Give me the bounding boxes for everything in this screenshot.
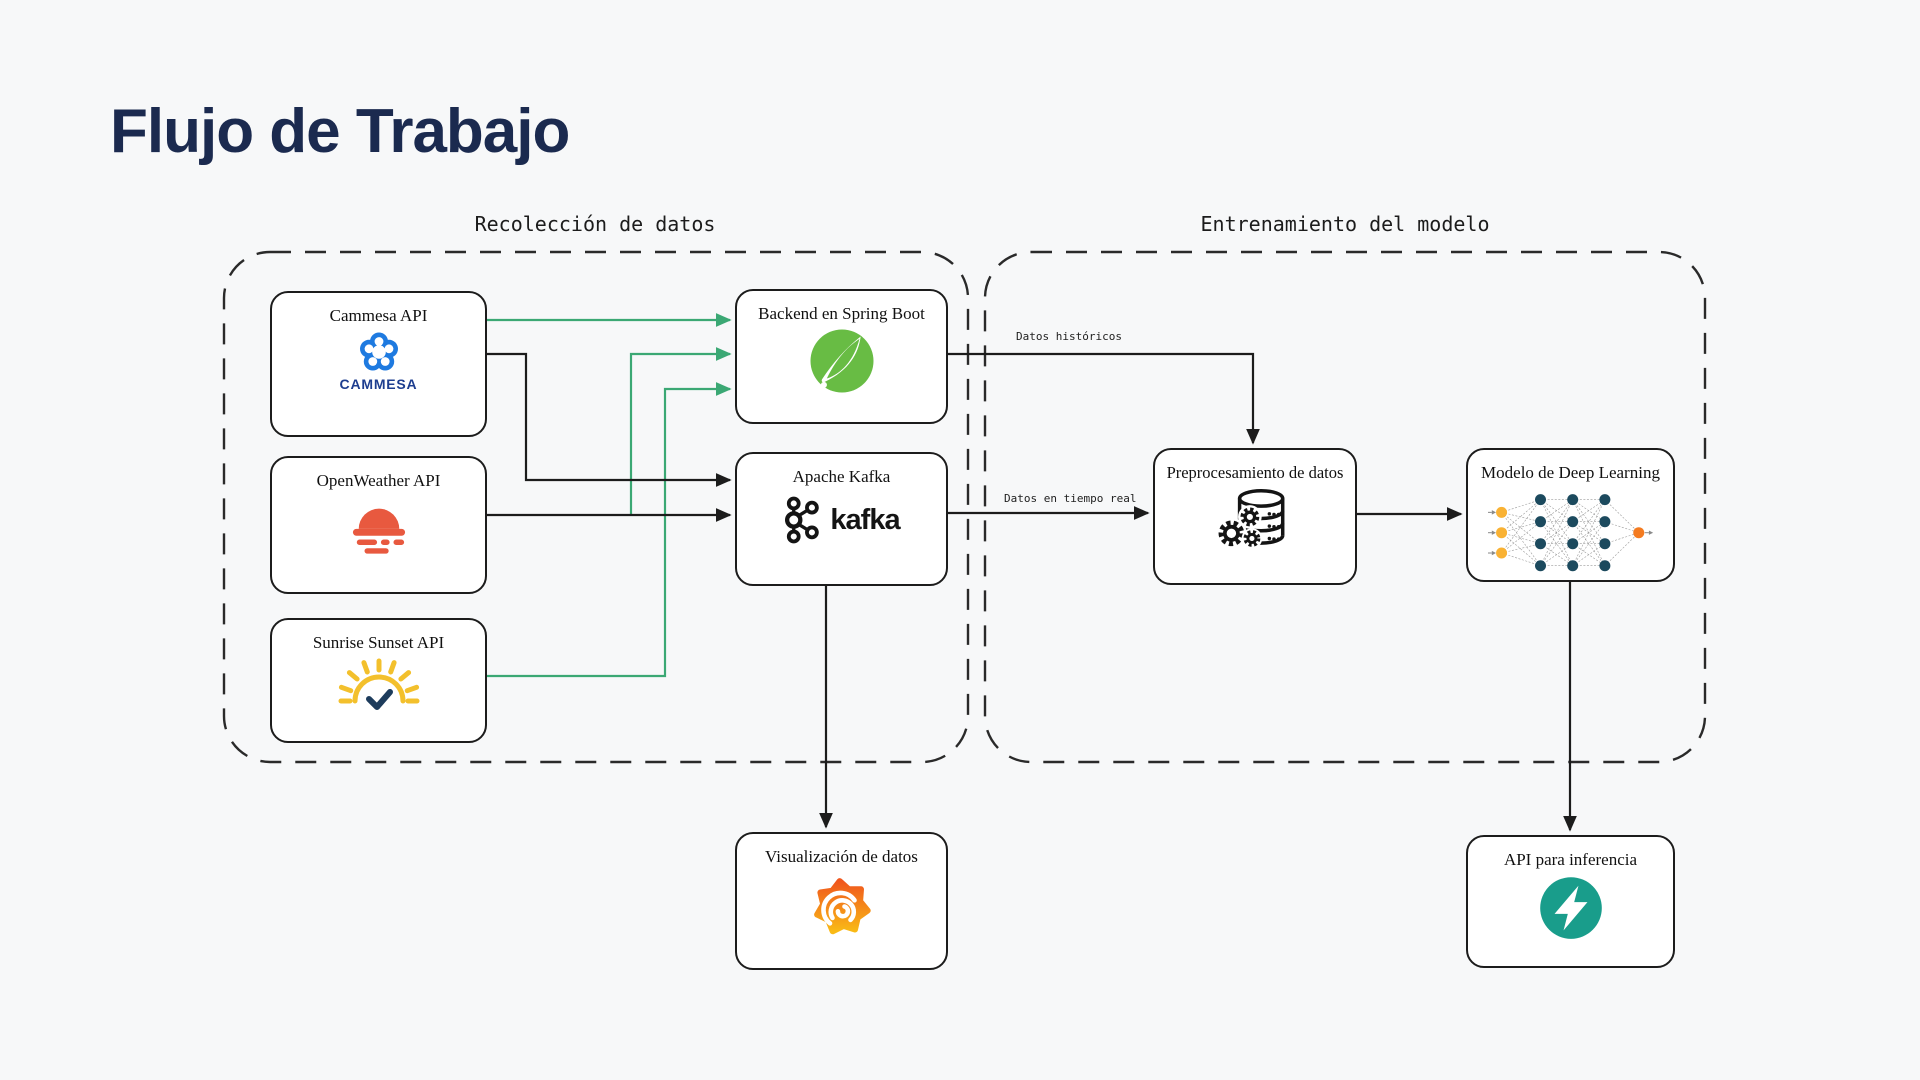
node-cammesa-api: Cammesa API CAMMESA — [270, 291, 487, 437]
group-collection-border — [222, 250, 970, 764]
node-visualization-title: Visualización de datos — [765, 847, 918, 866]
kafka-logo-text: kafka — [830, 503, 900, 536]
edge-openweather-to-spring — [629, 347, 732, 514]
node-deep-learning-model: Modelo de Deep Learning — [1466, 448, 1675, 582]
kafka-logo: kafka — [783, 495, 901, 545]
node-preprocessing: Preprocesamiento de datos — [1153, 448, 1357, 585]
node-openweather-api: OpenWeather API — [270, 456, 487, 594]
node-cammesa-title: Cammesa API — [329, 306, 428, 325]
edge-cammesa-to-kafka — [487, 352, 732, 487]
node-spring-title: Backend en Spring Boot — [758, 304, 925, 323]
neural-network-icon — [1487, 494, 1653, 572]
node-sunrise-title: Sunrise Sunset API — [312, 633, 445, 652]
node-apache-kafka: Apache Kafka kafka — [735, 452, 948, 586]
page-title: Flujo de Trabajo — [110, 97, 570, 166]
node-openweather-title: OpenWeather API — [316, 471, 441, 490]
node-kafka-title: Apache Kafka — [792, 467, 891, 486]
node-data-visualization: Visualización de datos — [735, 832, 948, 970]
edge-spring-to-preprocessing — [948, 352, 1260, 445]
sunrise-sun-icon — [338, 658, 419, 710]
cammesa-logo-icon — [359, 332, 398, 371]
edge-label-historical: Datos históricos — [1016, 330, 1122, 343]
grafana-flame-icon — [813, 878, 871, 935]
fastapi-bolt-icon — [1539, 877, 1602, 939]
group-label-collection: Recolección de datos — [474, 212, 716, 236]
database-gears-icon — [1216, 489, 1285, 549]
edge-sunrise-to-spring — [487, 382, 732, 678]
cammesa-logo-text: CAMMESA — [339, 376, 418, 392]
node-inference-api: API para inferencia — [1466, 835, 1675, 968]
edge-label-realtime: Datos en tiempo real — [1004, 492, 1137, 505]
openweather-sunset-icon — [352, 508, 405, 554]
group-label-training: Entrenamiento del modelo — [1200, 212, 1490, 236]
node-spring-backend: Backend en Spring Boot — [735, 289, 948, 424]
node-model-title: Modelo de Deep Learning — [1481, 463, 1660, 482]
spring-leaf-icon — [810, 329, 873, 393]
node-sunrise-sunset-api: Sunrise Sunset API — [270, 618, 487, 743]
node-inference-title: API para inferencia — [1503, 850, 1638, 869]
node-preprocessing-title: Preprocesamiento de datos — [1166, 463, 1344, 482]
kafka-logo-icon — [785, 496, 820, 544]
